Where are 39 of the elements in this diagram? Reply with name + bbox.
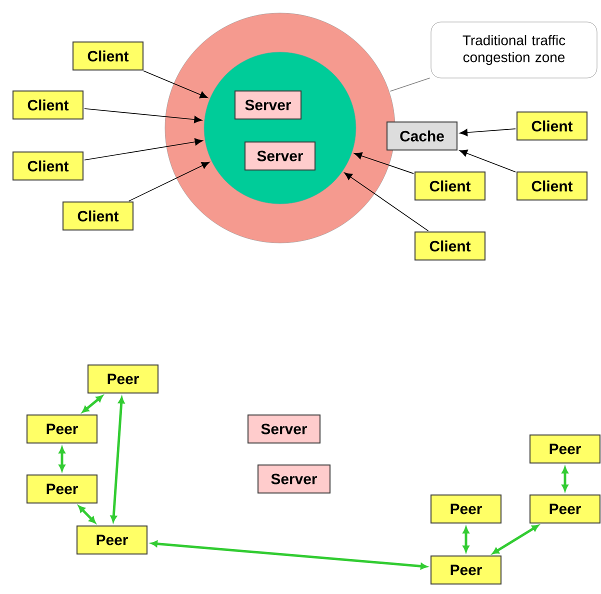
arrow	[128, 162, 210, 202]
peer-box: Peer	[430, 556, 502, 584]
server-box: Server	[234, 90, 302, 120]
arrow	[562, 466, 568, 492]
leader-line	[390, 78, 430, 92]
server-box: Server	[244, 142, 316, 170]
client-box: Client	[414, 172, 486, 200]
arrow	[492, 524, 539, 554]
peer-box: Peer	[530, 494, 600, 524]
arrow	[84, 108, 202, 124]
peer-box: Peer	[76, 526, 148, 554]
arrow	[459, 150, 516, 172]
arrow	[58, 446, 66, 472]
arrow	[462, 526, 470, 552]
callout-bubble: Traditional traffic congestion zone	[430, 22, 598, 78]
arrow	[78, 506, 96, 524]
peer-box: Peer	[88, 364, 158, 394]
client-box: Client	[516, 112, 588, 140]
arrow	[460, 128, 516, 136]
arrow	[82, 395, 103, 413]
server-box: Server	[258, 464, 330, 494]
arrow	[354, 152, 414, 174]
cache-box: Cache	[386, 122, 458, 150]
peer-box: Peer	[26, 474, 98, 504]
arrow	[150, 540, 428, 570]
client-box: Client	[414, 232, 486, 260]
client-box: Client	[12, 152, 84, 180]
client-box: Client	[12, 90, 84, 120]
peer-box: Peer	[430, 494, 502, 524]
server-box: Server	[248, 414, 320, 444]
arrow	[110, 396, 125, 522]
arrow	[84, 138, 203, 160]
client-box: Client	[72, 42, 144, 70]
client-box: Client	[62, 202, 134, 230]
peer-box: Peer	[26, 414, 98, 444]
client-box: Client	[516, 172, 588, 200]
arrow	[143, 70, 208, 98]
peer-box: Peer	[530, 434, 600, 464]
arrow	[344, 172, 429, 232]
